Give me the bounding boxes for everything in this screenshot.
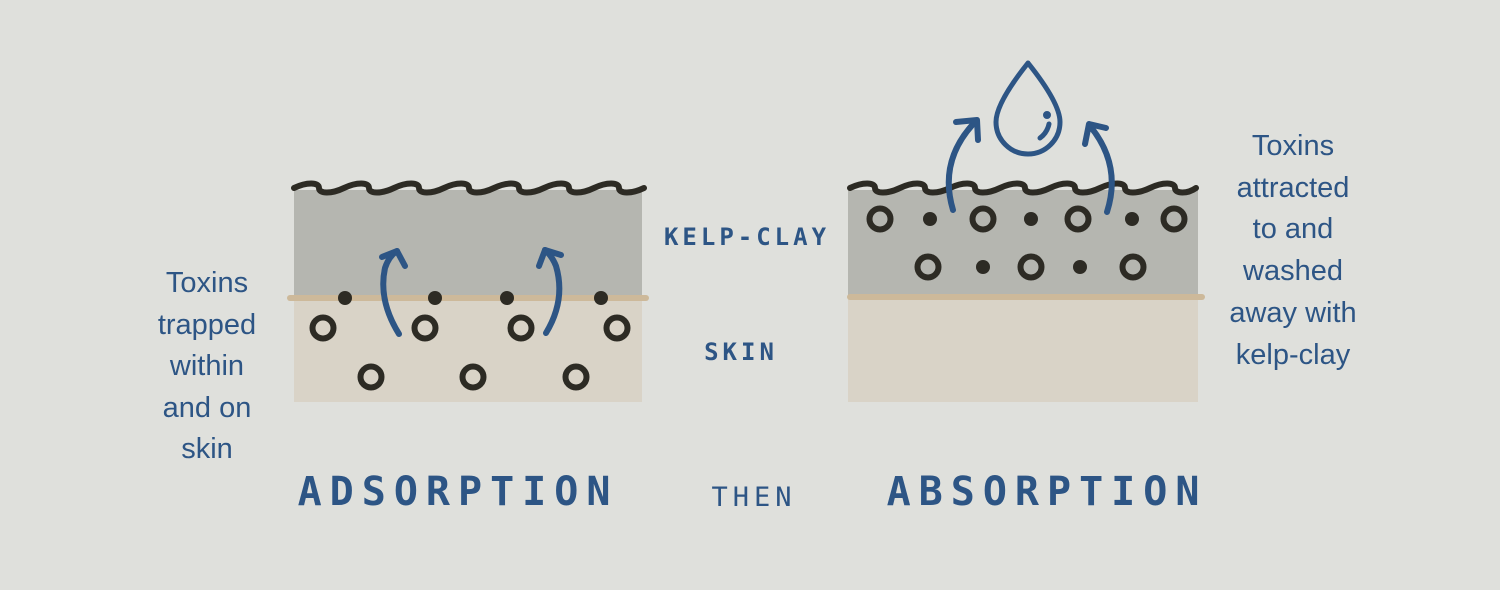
skin-layer [848, 297, 1198, 402]
clay-surface-wave [291, 180, 647, 196]
then-label: THEN [711, 482, 796, 513]
caption-line: kelp-clay [1236, 339, 1351, 371]
absorption-title: ABSORPTION [887, 469, 1208, 515]
toxin-ring [1119, 253, 1147, 281]
toxin-dot [500, 291, 514, 305]
toxin-ring [411, 314, 439, 342]
adsorption-panel [287, 180, 649, 402]
toxin-ring [969, 205, 997, 233]
caption-line: to and [1253, 213, 1334, 245]
clay-layer [294, 190, 642, 298]
caption-line: within [169, 350, 244, 382]
toxin-dot [923, 212, 937, 226]
arrow-up-icon [536, 247, 564, 336]
toxin-dot [594, 291, 608, 305]
toxin-ring [507, 314, 535, 342]
water-drop-icon [993, 60, 1063, 157]
caption-line: Toxins [166, 267, 248, 299]
toxins-group [309, 291, 631, 391]
toxin-ring [914, 253, 942, 281]
arrow-up-icon [1082, 121, 1115, 215]
caption-line: Toxins [1252, 130, 1334, 162]
toxin-ring [562, 363, 590, 391]
caption-line: away with [1229, 297, 1356, 329]
arrow-up-icon [379, 248, 408, 337]
toxin-ring [459, 363, 487, 391]
toxin-ring [1017, 253, 1045, 281]
arrow-up-icon [945, 117, 981, 213]
caption-line: attracted [1237, 172, 1350, 204]
toxin-dot [976, 260, 990, 274]
toxins-group [866, 205, 1188, 281]
toxin-ring [357, 363, 385, 391]
absorption-caption: Toxins attracted to and washed away with… [1229, 130, 1356, 371]
toxin-dot [1073, 260, 1087, 274]
toxin-ring [603, 314, 631, 342]
adsorption-title: ADSORPTION [298, 469, 619, 515]
skin-label: SKIN [704, 338, 778, 366]
clay-layer [848, 190, 1198, 297]
toxin-dot [1125, 212, 1139, 226]
kelp-clay-label: KELP-CLAY [664, 223, 830, 251]
toxin-ring [309, 314, 337, 342]
toxin-ring [1064, 205, 1092, 233]
caption-line: trapped [158, 309, 256, 341]
absorption-panel [847, 60, 1205, 402]
toxin-ring [1160, 205, 1188, 233]
clay-surface-wave [847, 180, 1199, 196]
toxin-dot [338, 291, 352, 305]
adsorption-caption: Toxins trapped within and on skin [158, 267, 256, 465]
toxin-dot [1024, 212, 1038, 226]
toxin-ring [866, 205, 894, 233]
caption-line: washed [1242, 255, 1343, 287]
toxin-dot [428, 291, 442, 305]
caption-line: skin [181, 433, 233, 465]
caption-line: and on [163, 392, 252, 424]
